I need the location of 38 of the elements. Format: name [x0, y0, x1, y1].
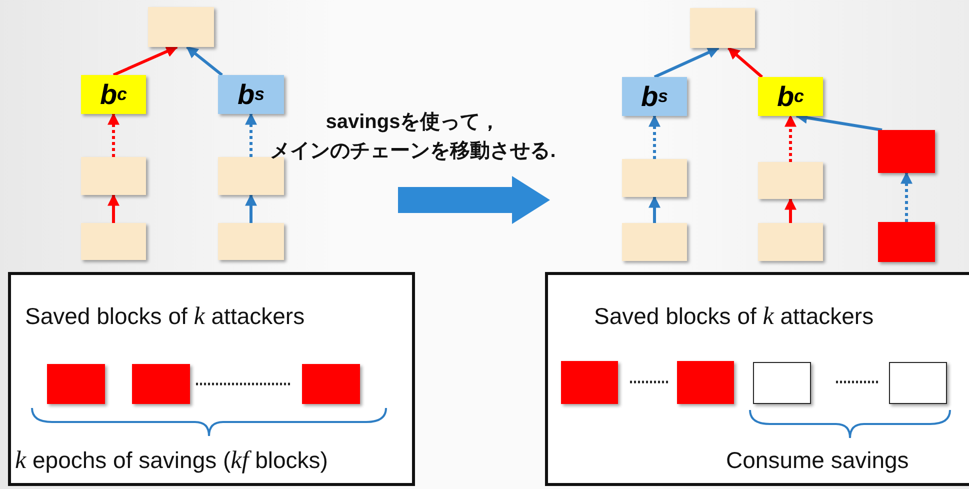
- block: [622, 223, 687, 261]
- block: [302, 364, 360, 404]
- block: [81, 157, 146, 195]
- savings-panel: [545, 272, 969, 486]
- arrow: [245, 194, 257, 223]
- arrow: [784, 198, 796, 223]
- block: [889, 362, 947, 404]
- arrow: [108, 112, 120, 157]
- block: [218, 223, 284, 260]
- block: [677, 361, 734, 404]
- arrow: [784, 114, 796, 162]
- block: [47, 364, 105, 404]
- brace-caption: k epochs of savings (kf blocks): [15, 447, 328, 475]
- arrow: [900, 172, 912, 222]
- block: [690, 8, 755, 48]
- block: [622, 159, 687, 197]
- arrow: [654, 46, 720, 78]
- block: [753, 362, 811, 404]
- block: [758, 223, 823, 261]
- arrow: [728, 46, 763, 78]
- arrow: [112, 46, 178, 76]
- brace-caption: Consume savings: [726, 447, 909, 474]
- block: [148, 7, 214, 47]
- arrow: [186, 46, 223, 76]
- block: [132, 364, 190, 404]
- panel-title: Saved blocks of k attackers: [594, 303, 874, 331]
- block: [81, 223, 146, 260]
- block: [561, 361, 618, 404]
- arrow: [245, 112, 257, 157]
- savings-panel: [8, 272, 415, 486]
- block: [758, 162, 823, 199]
- arrow: [648, 114, 660, 159]
- arrow: [648, 196, 660, 223]
- block: [218, 157, 284, 195]
- block: [878, 222, 935, 262]
- panel-title: Saved blocks of k attackers: [25, 303, 305, 331]
- block: [878, 130, 935, 173]
- arrow: [108, 194, 120, 223]
